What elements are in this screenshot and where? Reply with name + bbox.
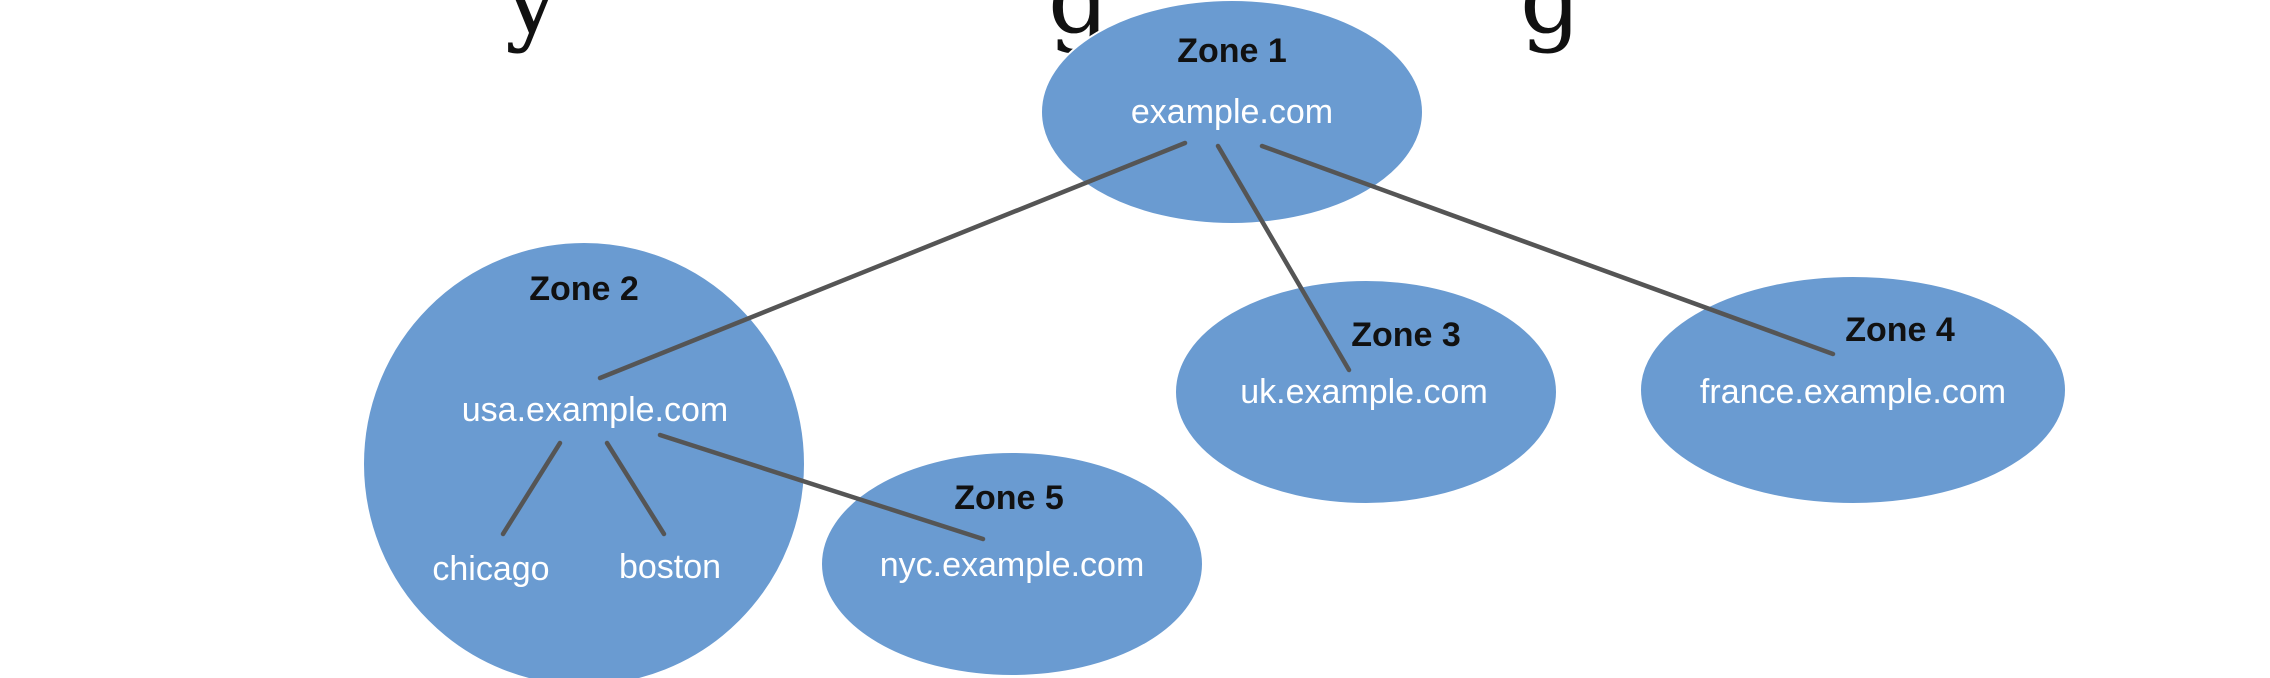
boston-label: boston <box>619 548 721 586</box>
zone2-label: Zone 2 <box>529 270 639 308</box>
zone5-node <box>820 451 1204 677</box>
zone3-label: Zone 3 <box>1351 316 1461 354</box>
zone3-domain: uk.example.com <box>1240 373 1488 411</box>
zone3-node <box>1174 279 1558 505</box>
zone5-domain: nyc.example.com <box>880 546 1145 584</box>
zone4-domain: france.example.com <box>1700 373 2006 411</box>
title-fragment-g2: g <box>1520 0 1581 55</box>
zone2-domain: usa.example.com <box>462 391 728 429</box>
edge-usa-boston <box>604 440 667 537</box>
edge-example-france <box>1259 143 1836 357</box>
zone4-label: Zone 4 <box>1845 311 1955 349</box>
zone4-node <box>1639 275 2067 505</box>
edge-usa-nyc <box>657 432 986 542</box>
zone2-node <box>362 241 806 678</box>
edge-usa-chicago <box>500 440 563 537</box>
edge-example-uk <box>1215 143 1352 373</box>
chicago-label: chicago <box>432 550 549 588</box>
title-fragment-y: y <box>504 0 559 55</box>
zone5-label: Zone 5 <box>954 479 1064 517</box>
zone1-label: Zone 1 <box>1177 32 1287 70</box>
zone1-domain: example.com <box>1131 93 1333 131</box>
edge-example-usa <box>597 140 1188 381</box>
cropped-title: y g g <box>504 0 1581 55</box>
